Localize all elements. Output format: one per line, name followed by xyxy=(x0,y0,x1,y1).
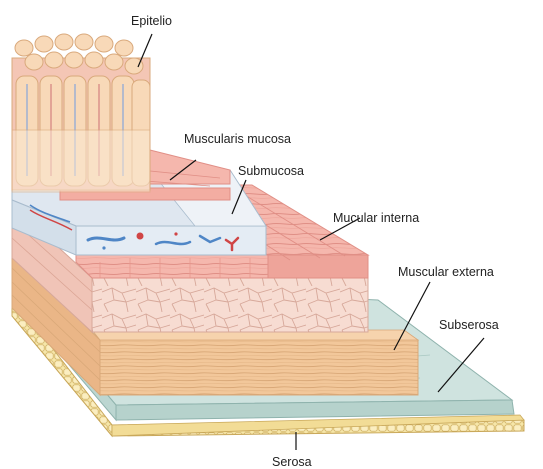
label-muscular-interna: Mucular interna xyxy=(333,211,419,225)
label-muscular-externa: Muscular externa xyxy=(398,265,494,279)
label-submucosa: Submucosa xyxy=(238,164,304,178)
label-epitelio: Epitelio xyxy=(131,14,172,28)
mucosa-villi xyxy=(12,34,150,192)
label-serosa: Serosa xyxy=(272,455,312,469)
label-subserosa: Subserosa xyxy=(439,318,499,332)
label-muscularis-mucosa: Muscularis mucosa xyxy=(184,132,291,146)
